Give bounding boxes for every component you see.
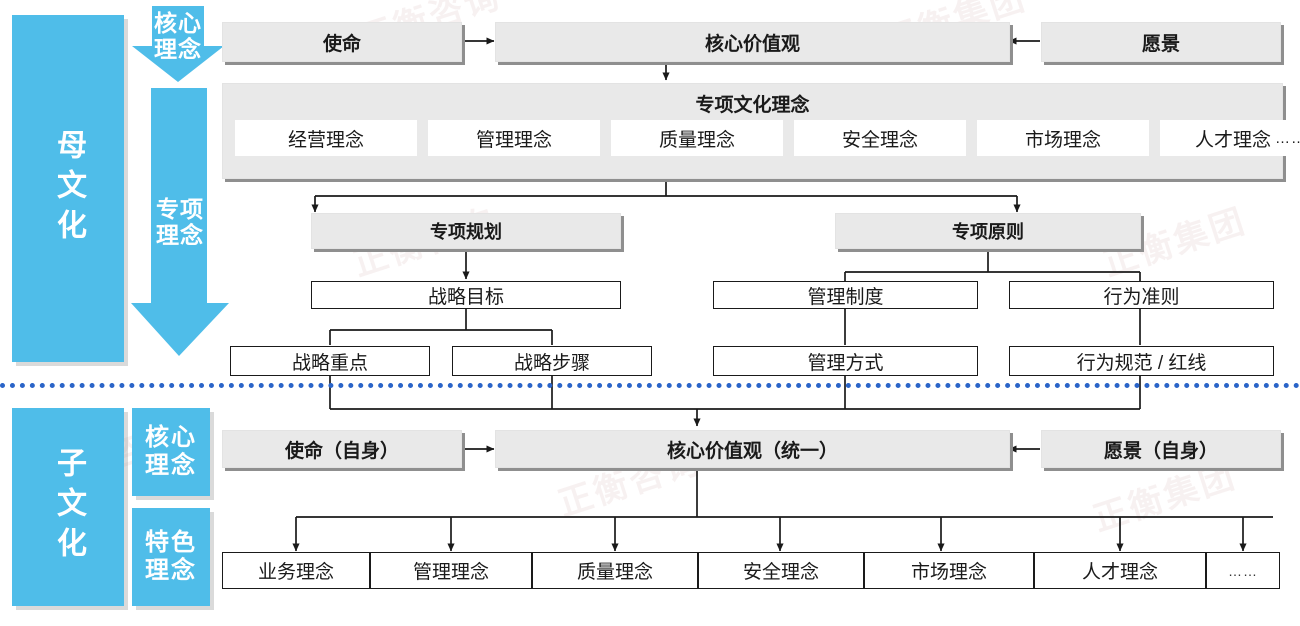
box-label: 质量理念 [576,562,653,583]
box-strategic-steps-label: 战略步骤 [513,352,590,374]
box-child-management-concept[interactable]: 管理理念 [370,552,532,589]
chip-label: 经营理念 [287,129,364,151]
stage-child-core-line1: 核心 [145,423,197,451]
box-management-method-label: 管理方式 [807,352,884,374]
panel-special-culture-concepts: 专项文化理念 经营理念 管理理念 质量理念 安全理念 市场理念 人才理念 …… [222,83,1300,179]
stage-arrow-core-line2: 理念 [154,36,202,63]
stage-child-feature-concept: 特色 理念 [132,508,210,606]
box-strategic-steps[interactable]: 战略步骤 [452,346,652,376]
stage-arrow-special-line2: 理念 [156,222,204,249]
chip-quality-concept[interactable]: 质量理念 [611,120,783,156]
stage-child-feature-line2: 理念 [145,557,197,584]
box-core-values-unified-label: 核心价值观（统一） [666,440,838,462]
stage-arrow-core-concept: 核心 理念 [130,6,226,84]
chip-label: 市场理念 [1024,129,1101,151]
box-special-plan-label: 专项规划 [430,222,502,242]
chip-ellipsis: …… [1275,129,1300,147]
down-arrow-icon [130,6,226,84]
chip-label: 管理理念 [475,129,552,151]
chip-label: 安全理念 [841,129,918,151]
box-mission-label: 使命 [322,33,361,55]
box-core-values[interactable]: 核心价值观 [495,22,1010,62]
chip-label: 人才理念 [1194,129,1271,151]
band-parent-culture: 母文化 [12,15,124,362]
box-core-values-label: 核心价值观 [704,33,800,55]
stage-arrow-special-concept: 专项 理念 [128,88,232,358]
box-vision-self-label: 愿景（自身） [1103,440,1218,462]
box-behavior-norm-redline[interactable]: 行为规范 / 红线 [1009,346,1274,376]
box-special-principle-label: 专项原则 [952,222,1024,242]
box-management-method[interactable]: 管理方式 [713,346,978,376]
box-strategic-goal-label: 战略目标 [427,286,504,308]
culture-divider [0,383,1300,388]
chip-label: 质量理念 [658,129,735,151]
chip-management-concept[interactable]: 管理理念 [428,120,600,156]
box-child-business-concept[interactable]: 业务理念 [222,552,370,589]
box-strategic-focus[interactable]: 战略重点 [230,346,430,376]
box-child-quality-concept[interactable]: 质量理念 [532,552,698,589]
box-label: 市场理念 [910,562,987,583]
box-vision[interactable]: 愿景 [1041,22,1281,62]
box-label: 业务理念 [257,562,334,583]
box-label: 管理理念 [412,562,489,583]
box-label: 安全理念 [742,562,819,583]
box-special-plan[interactable]: 专项规划 [311,213,621,249]
panel-special-culture-title: 专项文化理念 [695,95,810,116]
chip-market-concept[interactable]: 市场理念 [977,120,1149,156]
band-child-culture: 子文化 [12,408,124,606]
box-mission-self-label: 使命（自身） [284,440,399,462]
box-strategic-focus-label: 战略重点 [291,352,368,374]
stage-arrow-core-line1: 核心 [154,10,202,36]
box-behavior-guideline-label: 行为准则 [1103,286,1180,308]
box-special-principle[interactable]: 专项原则 [835,213,1141,249]
stage-arrow-special-line1: 专项 [156,196,204,222]
box-child-talent-concept[interactable]: 人才理念 [1034,552,1206,589]
chip-talent-concept[interactable]: 人才理念 …… [1160,120,1300,156]
band-parent-culture-label: 母文化 [52,128,85,249]
box-vision-self[interactable]: 愿景（自身） [1041,430,1281,468]
box-mission-self[interactable]: 使命（自身） [222,430,462,468]
box-label: …… [1228,562,1258,579]
box-behavior-norm-redline-label: 行为规范 / 红线 [1076,352,1207,374]
box-child-market-concept[interactable]: 市场理念 [864,552,1034,589]
box-child-more[interactable]: …… [1206,552,1280,589]
down-arrow-icon [128,88,232,358]
stage-child-core-concept: 核心 理念 [132,408,210,496]
chip-business-concept[interactable]: 经营理念 [235,120,417,156]
stage-child-feature-line1: 特色 [145,528,197,556]
box-behavior-guideline[interactable]: 行为准则 [1009,281,1274,309]
box-core-values-unified[interactable]: 核心价值观（统一） [495,430,1010,468]
box-child-safety-concept[interactable]: 安全理念 [698,552,864,589]
chip-safety-concept[interactable]: 安全理念 [794,120,966,156]
stage-child-core-line2: 理念 [145,452,197,479]
box-management-system[interactable]: 管理制度 [713,281,978,309]
box-strategic-goal[interactable]: 战略目标 [311,281,621,309]
box-label: 人才理念 [1081,562,1158,583]
box-vision-label: 愿景 [1141,33,1180,55]
box-management-system-label: 管理制度 [807,286,884,308]
band-child-culture-label: 子文化 [52,447,85,567]
box-mission[interactable]: 使命 [222,22,462,62]
